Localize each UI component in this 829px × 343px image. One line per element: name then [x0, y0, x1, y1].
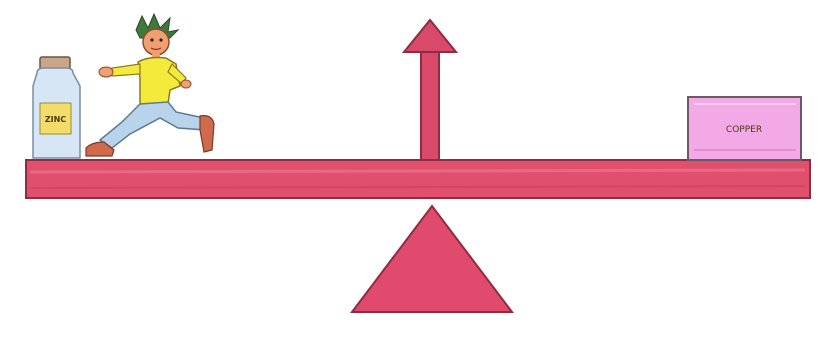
box-icon: COPPER — [688, 97, 801, 160]
seesaw-beam — [26, 160, 810, 198]
bottle-icon: ZINC — [33, 57, 80, 158]
box-label: COPPER — [726, 125, 762, 135]
triangle-fulcrum-icon — [352, 206, 512, 312]
up-arrow-icon — [404, 20, 456, 162]
running-boy-icon — [86, 14, 214, 156]
bottle-label: ZINC — [45, 115, 66, 124]
